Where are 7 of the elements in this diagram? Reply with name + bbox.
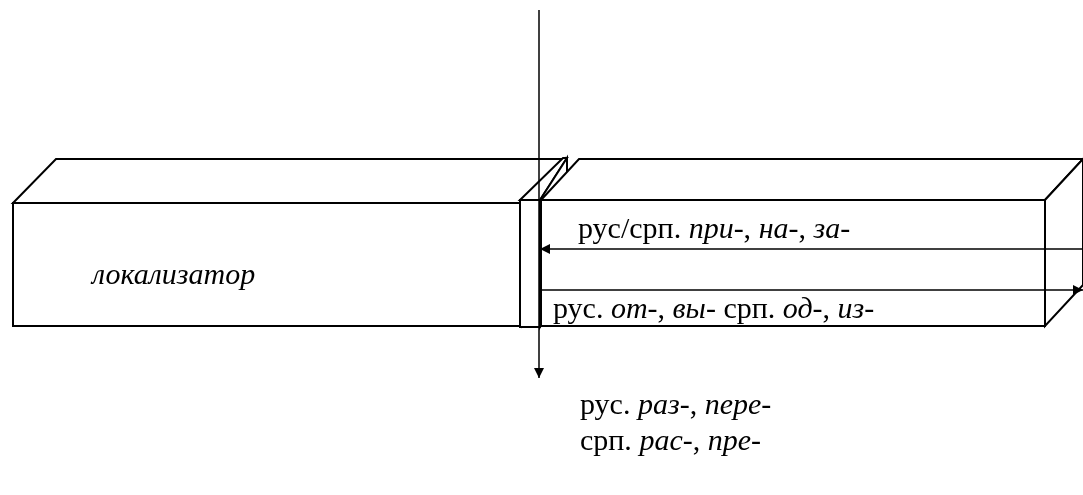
arrow — [539, 285, 1083, 295]
edge-label: рус. от-, вы- срп. од-, из- — [553, 290, 875, 326]
prefix-text: рус. раз-, пере- срп. рас-, пре- — [580, 386, 772, 458]
box-label: локализатор — [92, 256, 256, 292]
arrow — [534, 9, 544, 379]
arrow — [539, 244, 1083, 254]
edge-label: рус/срп. при-, на-, за- — [578, 210, 851, 246]
